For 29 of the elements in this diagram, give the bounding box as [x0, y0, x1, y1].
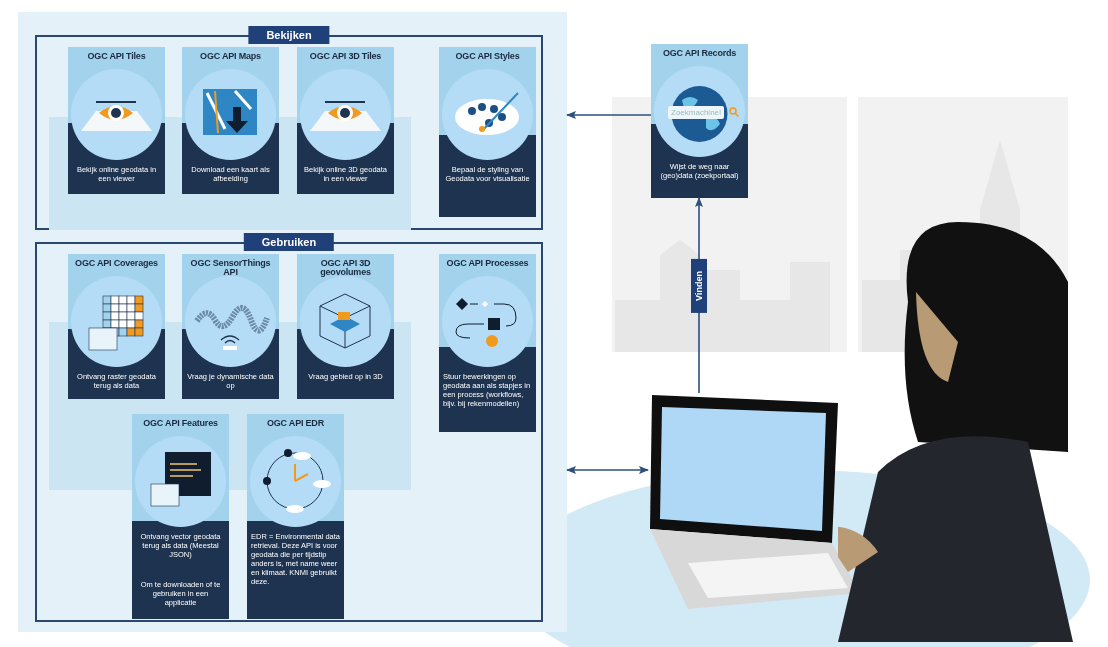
api-card	[247, 414, 344, 619]
panel-background	[18, 12, 567, 632]
card-title: OGC API Features	[142, 419, 219, 429]
api-card	[439, 47, 536, 217]
api-card	[68, 254, 165, 399]
api-card	[68, 47, 165, 194]
api-card	[651, 44, 748, 198]
card-title: OGC API EDR	[266, 419, 325, 429]
api-card	[439, 254, 536, 432]
edge-label: Vinden	[691, 258, 707, 313]
group-title: Gebruiken	[243, 233, 335, 251]
card-title: OGC API Processes	[445, 259, 530, 269]
card-title: OGC API Coverages	[74, 259, 159, 269]
card-title: OGC API Maps	[199, 52, 262, 62]
card-title: OGC API Tiles	[86, 52, 147, 62]
card-title: OGC API Records	[661, 49, 738, 59]
api-card	[182, 254, 279, 399]
card-title: OGC API 3D geovolumes	[319, 259, 372, 278]
card-title: OGC API 3D Tiles	[308, 52, 383, 62]
api-card	[297, 47, 394, 194]
group-title: Bekijken	[248, 26, 330, 44]
api-card	[182, 47, 279, 194]
card-title: OGC API Styles	[454, 52, 521, 62]
api-card	[297, 254, 394, 399]
arrow	[566, 111, 652, 119]
card-title: OGC SensorThings API	[189, 259, 272, 278]
search-field: Zoekmachine!	[668, 106, 725, 119]
api-card	[132, 414, 229, 619]
arrow	[566, 466, 649, 474]
